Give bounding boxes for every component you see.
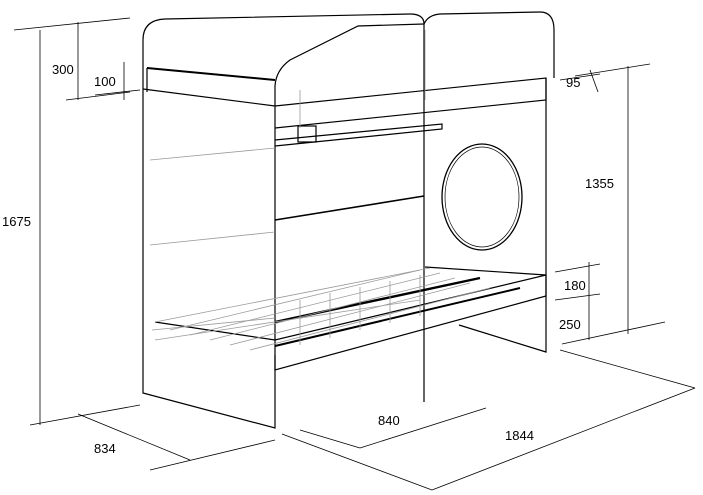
label-top-frame-offset: 95 [566,75,580,90]
label-inner-length: 840 [378,413,400,428]
label-upper-height: 1355 [585,176,614,191]
label-total-height: 1675 [2,214,31,229]
shelf-post [297,125,317,143]
bed-frame [142,11,555,429]
shelf [274,123,443,147]
label-depth: 834 [94,441,116,456]
label-lower-frame: 180 [564,278,586,293]
dimension-labels: 1675 300 100 95 1355 180 250 834 840 184… [2,62,614,456]
lower-rail-dark-2 [274,287,521,347]
left-end-panel [142,13,425,429]
top-rail-front [142,67,547,129]
label-total-length: 1844 [505,428,534,443]
label-guard-inset: 100 [94,74,116,89]
porthole-inner [444,146,520,248]
hidden-lines [149,30,491,351]
porthole [441,143,523,251]
lower-frame [154,266,547,371]
right-end-panel [423,11,555,353]
top-rail-line [146,67,276,81]
dimension-lines [13,17,696,491]
label-lower-clearance: 250 [559,317,581,332]
back-slat-upper [274,195,425,221]
label-top-guard: 300 [52,62,74,77]
left-end-panel-top [274,23,425,87]
